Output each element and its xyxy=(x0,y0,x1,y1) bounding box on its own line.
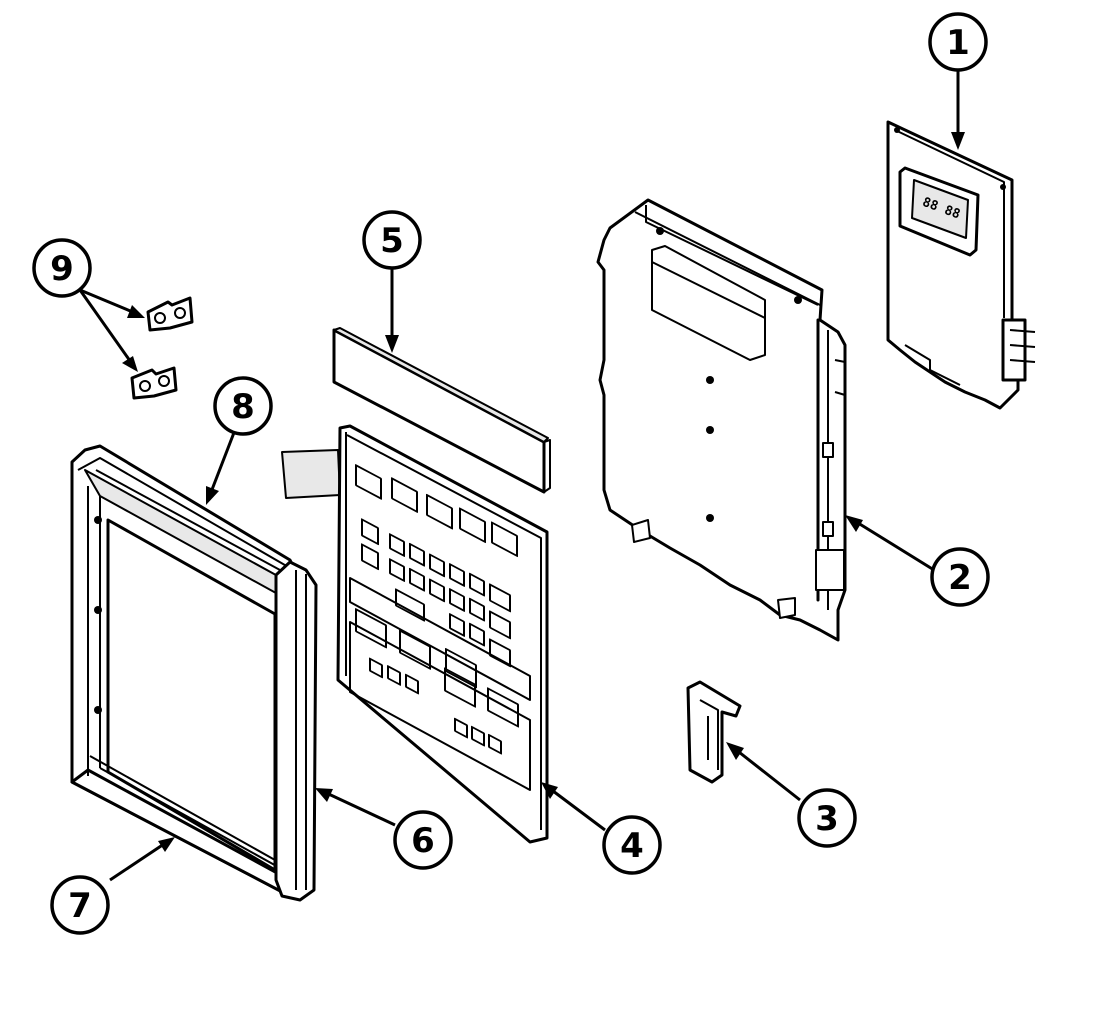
frame-bottom-trim-icon xyxy=(89,755,276,861)
callout-1: 1 xyxy=(928,12,988,72)
latch-bracket-icon xyxy=(686,680,742,784)
frame-assembly xyxy=(70,444,302,897)
callout-4: 4 xyxy=(602,815,662,875)
callout-2-label: 2 xyxy=(948,558,972,598)
callout-6-label: 6 xyxy=(411,821,435,861)
control-housing-icon xyxy=(596,198,847,642)
circuit-board-icon: 88 88 xyxy=(886,120,1036,410)
callout-2: 2 xyxy=(930,547,990,607)
callout-1-label: 1 xyxy=(946,23,970,63)
display-window-icon xyxy=(332,327,551,494)
callout-8: 8 xyxy=(213,376,273,436)
callout-9: 9 xyxy=(32,238,92,298)
callout-5-label: 5 xyxy=(380,221,404,261)
callout-7-label: 7 xyxy=(68,886,92,926)
callout-8-label: 8 xyxy=(231,387,255,427)
frame-top-trim-icon xyxy=(94,469,281,714)
arrowheads xyxy=(122,132,965,852)
callout-5: 5 xyxy=(362,210,422,270)
keypad-panel-icon xyxy=(281,424,549,844)
callout-7: 7 xyxy=(50,875,110,935)
callout-9-label: 9 xyxy=(50,249,74,289)
frame-side-trim-icon xyxy=(274,560,318,902)
callout-3-label: 3 xyxy=(815,799,839,839)
callout-3: 3 xyxy=(797,788,857,848)
callout-4-label: 4 xyxy=(620,826,644,866)
callout-6: 6 xyxy=(393,810,453,870)
mounting-clip-icon xyxy=(130,296,194,400)
